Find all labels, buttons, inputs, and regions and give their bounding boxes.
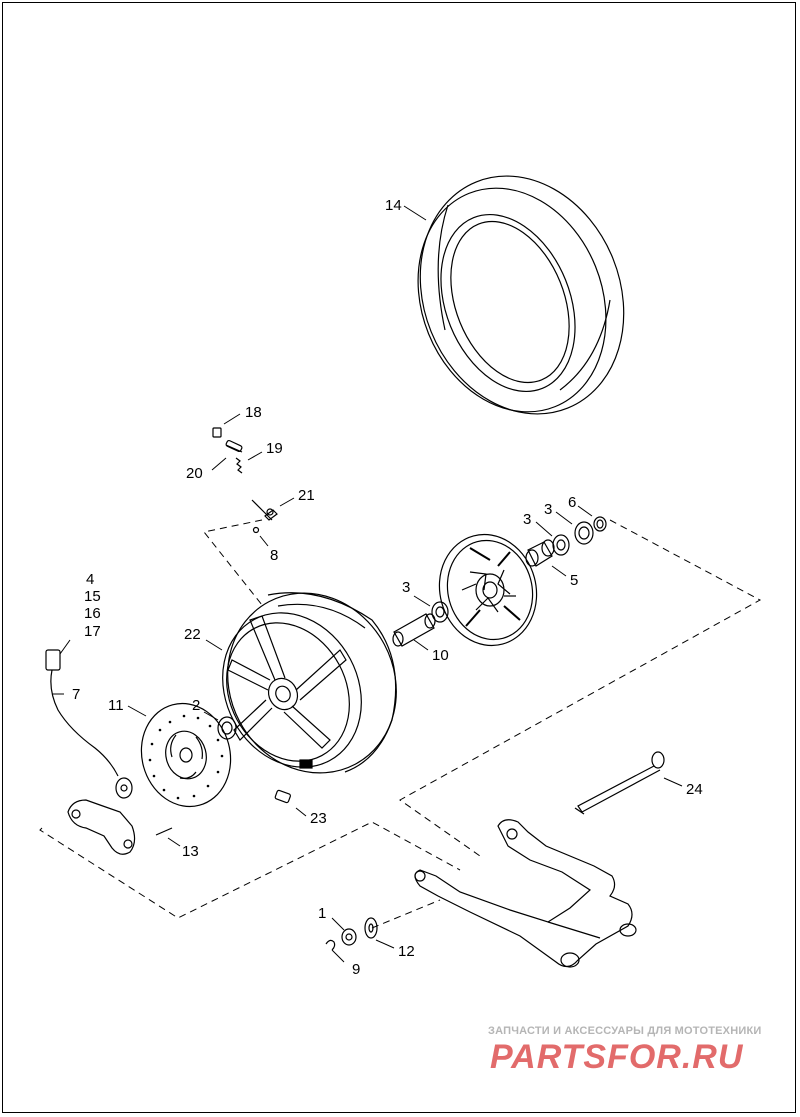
- rear-wheel: [222, 592, 397, 774]
- bearing-sprocket: [431, 601, 449, 623]
- wheel-speed-sensor: [45, 649, 133, 799]
- caliper-bracket: [67, 799, 136, 855]
- leader-lines: [52, 205, 683, 963]
- callout-22: 22: [184, 626, 201, 643]
- callout-24: 24: [686, 781, 703, 798]
- swingarm: [414, 819, 637, 968]
- callout-15: 15: [84, 588, 101, 605]
- callout-23: 23: [310, 810, 327, 827]
- callout-11: 11: [108, 697, 124, 714]
- callout-7: 7: [72, 686, 81, 703]
- tire: [417, 175, 625, 415]
- bearing-stack: [552, 516, 607, 556]
- axle-nut-set: [325, 917, 378, 951]
- callout-2: 2: [192, 697, 201, 714]
- callout-3a: 3: [402, 579, 411, 596]
- callout-3c: 3: [544, 501, 553, 518]
- watermark-logo: PARTSFOR.RU: [488, 1038, 788, 1076]
- callout-20: 20: [186, 465, 203, 482]
- callout-18: 18: [245, 404, 262, 421]
- callout-3b: 3: [523, 511, 532, 528]
- bearing-left: [217, 716, 237, 740]
- pulley-spacer: [525, 539, 555, 567]
- callout-19: 19: [266, 440, 283, 457]
- assembly-dashed-lines: [39, 519, 762, 929]
- callout-6: 6: [568, 494, 577, 511]
- callout-10: 10: [432, 647, 449, 664]
- watermark-tagline: ЗАПЧАСТИ И АКСЕССУАРЫ ДЛЯ МОТОТЕХНИКИ: [488, 1025, 762, 1037]
- spacer: [274, 789, 291, 804]
- callout-13: 13: [182, 843, 199, 860]
- callout-21: 21: [298, 487, 315, 504]
- callout-12: 12: [398, 943, 415, 960]
- callout-1: 1: [318, 905, 327, 922]
- callout-16: 16: [84, 605, 101, 622]
- callout-5: 5: [570, 572, 579, 589]
- callout-17: 17: [84, 623, 101, 640]
- axle-sleeve: [392, 613, 436, 647]
- rear-axle: [574, 751, 665, 815]
- callout-14: 14: [385, 197, 402, 214]
- callout-4: 4: [86, 571, 95, 588]
- callout-9: 9: [352, 961, 361, 978]
- callout-8: 8: [270, 547, 279, 564]
- watermark-logo-text: PARTSFOR.RU: [490, 1038, 744, 1074]
- valve-stem-parts: [212, 427, 278, 534]
- rear-pulley: [438, 533, 538, 647]
- brake-rotor: [140, 702, 232, 808]
